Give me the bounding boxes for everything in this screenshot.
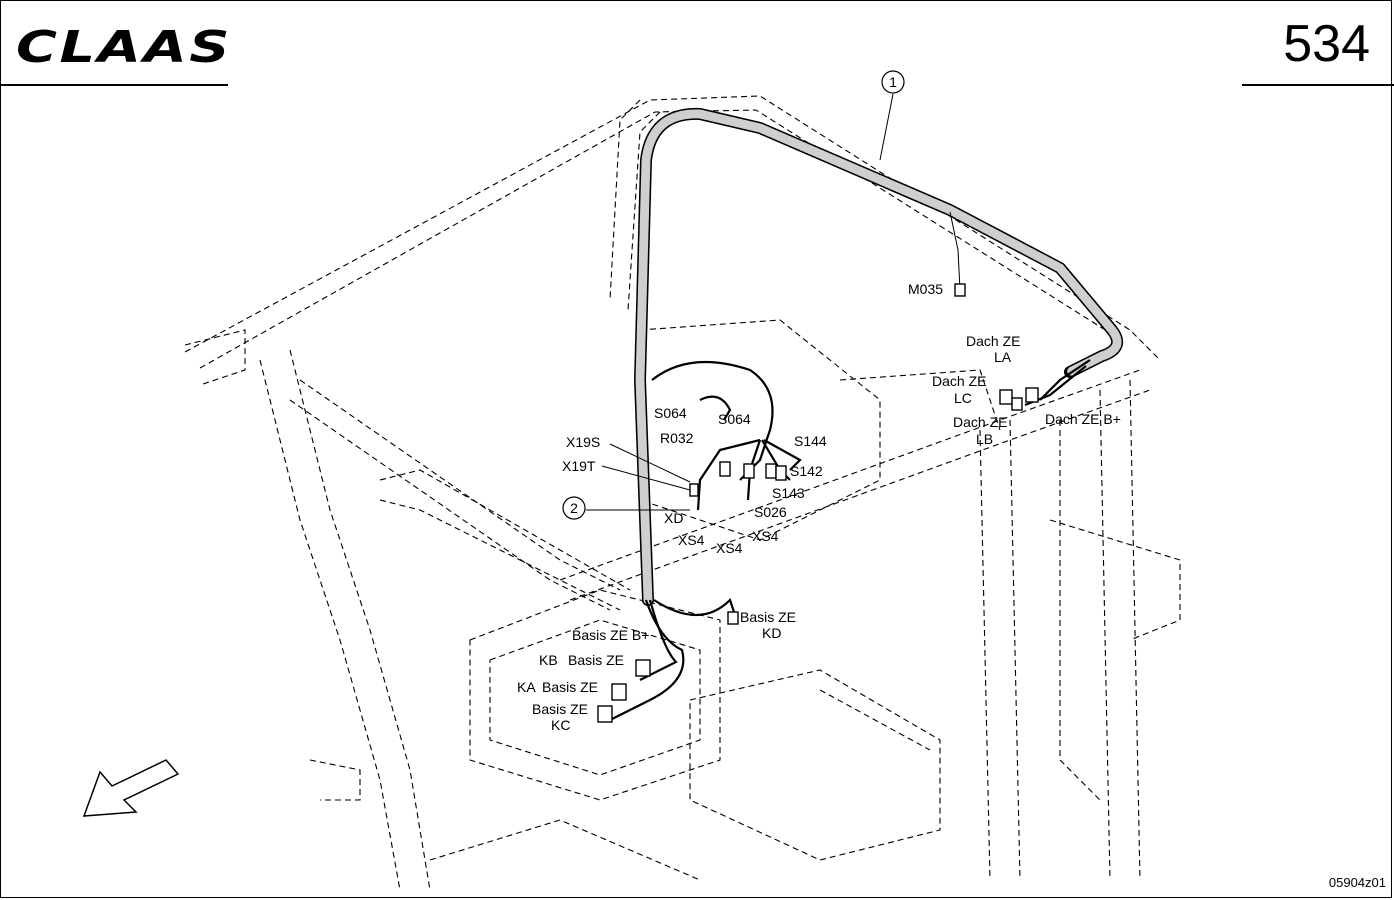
connector-dach-ze-la: [1025, 387, 1039, 403]
svg-text:1: 1: [889, 74, 897, 90]
svg-text:2: 2: [570, 500, 578, 516]
connector-basis-ze-kc: [597, 705, 613, 723]
leader-lines: [586, 93, 894, 511]
label-basis-ze-kc-2: KC: [551, 717, 570, 733]
arrow-down-left-icon: [82, 759, 180, 817]
label-s064-a: S064: [654, 405, 687, 421]
label-x19t: X19T: [562, 458, 596, 474]
claas-logo: CLAAS: [16, 24, 232, 66]
part-labels: M035 Dach ZE LA Dach ZE LC Dach ZE LB Da…: [517, 281, 1121, 733]
header-rule-right: [1242, 84, 1394, 86]
label-m035: M035: [908, 281, 943, 297]
cab-frame-outline: [184, 95, 1181, 891]
label-kb: KB: [539, 652, 558, 668]
label-xs4-c: XS4: [752, 528, 779, 544]
label-dach-ze-b-plus: Dach ZE B+: [1045, 411, 1121, 427]
connector-dach-ze-lb: [1011, 397, 1023, 411]
drawing-code: 05904z01: [1328, 875, 1386, 890]
label-basis-ze-ka: Basis ZE: [542, 679, 598, 695]
connector-s143: [719, 461, 731, 477]
label-ka: KA: [517, 679, 536, 695]
connector-s143-b: [743, 463, 755, 479]
label-xs4-b: XS4: [716, 540, 743, 556]
label-dach-ze-la-2: LA: [994, 349, 1012, 365]
connectors: [597, 283, 1039, 723]
connector-basis-ze-kd: [727, 611, 739, 625]
label-basis-ze-b-plus: Basis ZE B+: [572, 627, 649, 643]
label-basis-ze-kd-1: Basis ZE: [740, 609, 796, 625]
connector-basis-ze-ka: [611, 683, 627, 701]
page-number: 534: [1283, 15, 1370, 73]
callout-1: 1: [881, 70, 905, 94]
label-dach-ze-la-1: Dach ZE: [966, 333, 1020, 349]
connector-s142-b: [775, 465, 787, 481]
label-s064-b: S064: [718, 411, 751, 427]
label-xd: XD: [664, 510, 683, 526]
connector-xd: [689, 483, 699, 497]
brand-logo-text: CLAAS: [16, 24, 232, 66]
label-basis-ze-kc-1: Basis ZE: [532, 701, 588, 717]
label-s026: S026: [754, 504, 787, 520]
label-basis-ze-kb: Basis ZE: [568, 652, 624, 668]
label-xs4-a: XS4: [678, 532, 705, 548]
label-dach-ze-lb-1: Dach ZE: [953, 414, 1007, 430]
main-harness: [609, 107, 1124, 721]
label-r032: R032: [660, 430, 694, 446]
header-rule-left: [0, 84, 228, 86]
label-dach-ze-lc-2: LC: [954, 390, 972, 406]
label-dach-ze-lc-1: Dach ZE: [932, 373, 986, 389]
label-s143: S143: [772, 485, 805, 501]
label-basis-ze-kd-2: KD: [762, 625, 781, 641]
connector-s142: [765, 463, 777, 479]
label-x19s: X19S: [566, 434, 600, 450]
connector-m035: [954, 283, 966, 297]
label-s142: S142: [790, 463, 823, 479]
connector-dach-ze-lc: [999, 389, 1013, 405]
connector-basis-ze-kb: [635, 659, 651, 677]
label-dach-ze-lb-2: LB: [976, 431, 993, 447]
callout-2: 2: [562, 496, 586, 520]
label-s144: S144: [794, 433, 827, 449]
